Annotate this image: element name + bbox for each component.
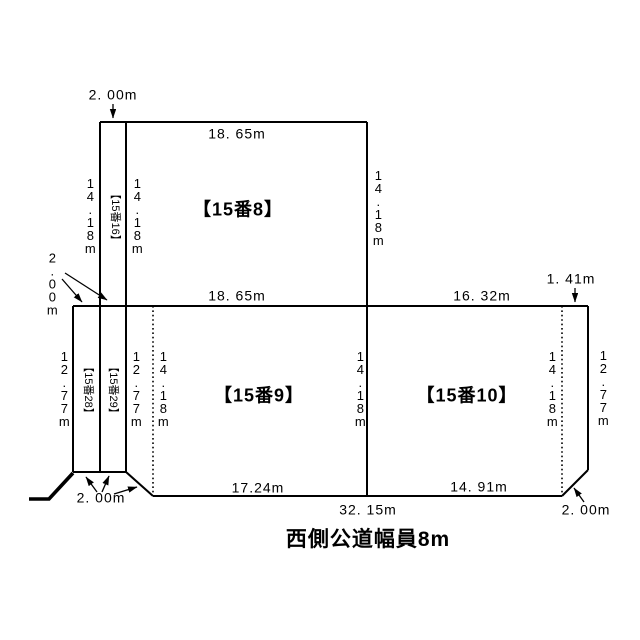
dim-p9-bottom: 17.24m	[231, 479, 285, 496]
dim-lower-left-outer: 12.77m	[56, 349, 72, 427]
dimension-arrows	[61, 104, 585, 503]
dim-lower-right-outer: 12.77m	[595, 348, 611, 426]
dim-p8-left-outer: 14.18m	[82, 176, 98, 254]
dim-bottom-right-setback: 2. 00m	[561, 501, 611, 518]
parcel-label-15-28: 【15番28】	[81, 361, 94, 419]
dim-top-setback: 2. 00m	[88, 86, 138, 103]
parcel-label-15-10: 【15番10】	[416, 385, 518, 406]
dotted-guide-lines	[152, 306, 563, 496]
dim-p9-top: 18. 65m	[208, 287, 266, 304]
parcel-label-15-9: 【15番9】	[213, 385, 305, 406]
dim-p8-right: 14.18m	[370, 168, 386, 246]
boundary-lines	[72, 121, 589, 497]
dim-p10-bottom: 14. 91m	[450, 478, 508, 495]
parcel-label-15-8: 【15番8】	[192, 199, 284, 220]
parcel-label-15-29: 【15番29】	[106, 361, 119, 419]
parcel-label-15-16: 【15番16】	[108, 188, 121, 246]
dim-bottom-total: 32. 15m	[339, 501, 397, 518]
dim-p9-right: 14.18m	[352, 349, 368, 427]
dim-p10-right: 14.18m	[544, 349, 560, 427]
dim-right-notch: 1. 41m	[546, 270, 596, 287]
road-width-note: 西側公道幅員8m	[285, 527, 451, 551]
dim-p9-left: 14.18m	[155, 349, 171, 427]
dim-p8-top: 18. 65m	[208, 125, 266, 142]
dim-lower-left-inner: 12.77m	[128, 349, 144, 427]
dim-mid-setback: 2.00m	[44, 250, 60, 316]
road-edge-line	[29, 471, 75, 501]
dim-bottom-left-setback: 2. 00m	[76, 489, 126, 506]
dim-p10-top: 16. 32m	[453, 287, 511, 304]
dim-p8-left-inner: 14.18m	[129, 176, 145, 254]
